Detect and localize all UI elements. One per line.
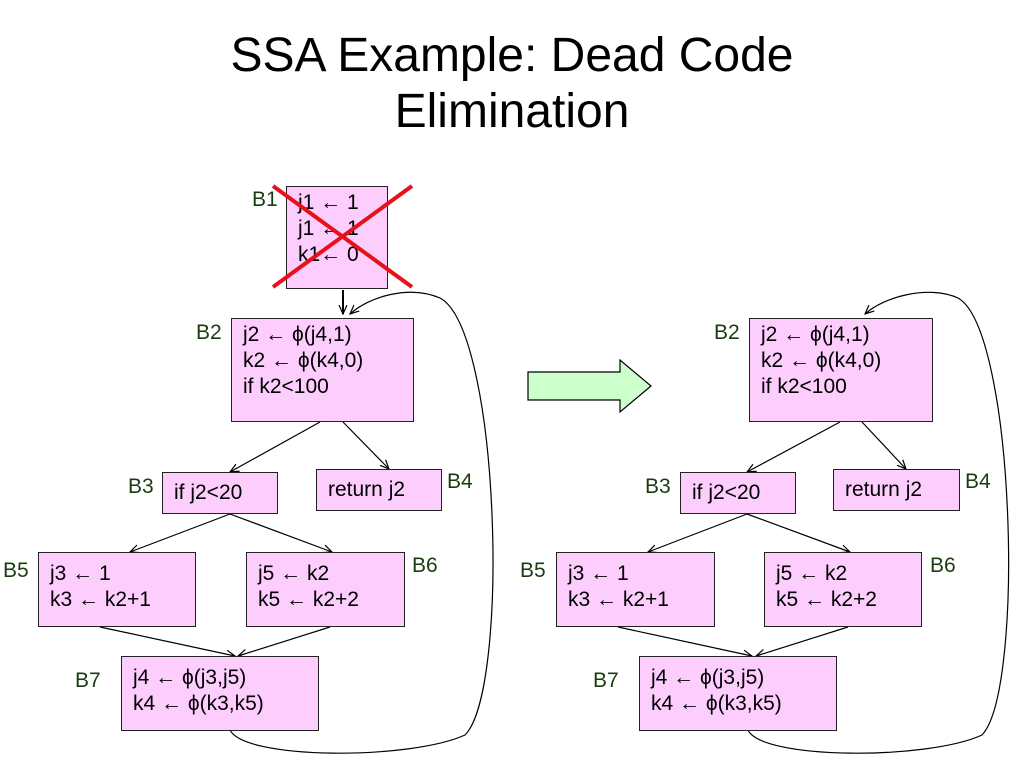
basic-block-b4: return j2 [316,469,442,511]
edge-after-b3-b6 [746,513,850,552]
edge-after-b3-b5 [648,513,748,552]
after-b6-line-1: j5 ← k2 [776,562,848,585]
edge-after-b6-b7 [756,626,849,656]
after-block-label-b4: B4 [965,470,991,493]
block-label-b7: B7 [75,669,101,692]
b6-line-1: j5 ← k2 [258,562,330,585]
slide-title: SSA Example: Dead Code Elimination [0,28,1024,140]
b7-line-1: j4 ← ϕ(j3,j5) [133,666,247,689]
after-basic-block-b4: return j2 [833,469,960,511]
after-b2-line-3: if k2<100 [761,375,847,398]
basic-block-b3: if j2<20 [162,472,278,514]
edge-b5-b7 [99,626,235,656]
after-b2-line-1: j2 ← ϕ(j4,1) [761,323,870,346]
after-b7-line-2: k4 ← ϕ(k3,k5) [651,692,782,715]
after-basic-block-b6: j5 ← k2 k5 ← k2+2 [764,552,922,627]
b4-line-1: return j2 [328,478,406,501]
slide-title-line-1: SSA Example: Dead Code [230,29,794,82]
edge-after-b2-b4 [861,421,906,469]
block-label-b2: B2 [196,321,222,344]
after-b3-line-1: if j2<20 [692,481,761,504]
basic-block-b6: j5 ← k2 k5 ← k2+2 [246,552,405,627]
b2-line-1: j2 ← ϕ(j4,1) [243,323,352,346]
slide-title-line-2: Elimination [394,85,630,138]
b5-line-2: k3 ← k2+1 [50,588,151,611]
basic-block-b5: j3 ← 1 k3 ← k2+1 [38,552,196,627]
edge-b7-b2-backedge [229,291,494,754]
transform-arrow [527,358,652,414]
after-b6-line-2: k5 ← k2+2 [776,588,877,611]
edge-after-b5-b7 [617,626,752,656]
block-label-b5: B5 [3,559,29,582]
after-block-label-b6: B6 [930,554,956,577]
basic-block-b1: j1 ← 1 j1 ← 1 k1← 0 [286,186,388,289]
b1-line-1: j1 ← 1 [298,191,359,214]
b5-line-1: j3 ← 1 [50,562,111,585]
b7-line-2: k4 ← ϕ(k3,k5) [133,692,264,715]
after-basic-block-b5: j3 ← 1 k3 ← k2+1 [556,552,715,627]
edge-b2-b3 [230,421,321,472]
block-label-b3: B3 [128,475,154,498]
after-b5-line-2: k3 ← k2+1 [568,588,669,611]
block-label-b6: B6 [412,554,438,577]
b2-line-2: k2 ← ϕ(k4,0) [243,349,364,372]
after-block-label-b7: B7 [593,669,619,692]
edge-after-b7-b2-backedge [747,291,1010,754]
after-basic-block-b2: j2 ← ϕ(j4,1) k2 ← ϕ(k4,0) if k2<100 [749,318,933,422]
after-b2-line-2: k2 ← ϕ(k4,0) [761,349,882,372]
edge-b2-b4 [342,421,389,469]
after-basic-block-b7: j4 ← ϕ(j3,j5) k4 ← ϕ(k3,k5) [639,656,837,731]
edge-after-b2-b3 [747,421,841,472]
edge-b3-b6 [229,513,332,552]
basic-block-b2: j2 ← ϕ(j4,1) k2 ← ϕ(k4,0) if k2<100 [231,318,414,422]
after-block-label-b5: B5 [520,559,546,582]
after-block-label-b2: B2 [714,321,740,344]
after-block-label-b3: B3 [645,475,671,498]
block-label-b1: B1 [252,188,278,211]
b3-line-1: if j2<20 [174,481,243,504]
b6-line-2: k5 ← k2+2 [258,588,359,611]
after-basic-block-b3: if j2<20 [680,472,796,514]
b2-line-3: if k2<100 [243,375,329,398]
edge-b6-b7 [238,626,331,656]
edge-b3-b5 [130,513,231,552]
eliminated-cross-mark [271,184,414,289]
after-b4-line-1: return j2 [845,478,923,501]
after-b5-line-1: j3 ← 1 [568,562,629,585]
after-b7-line-1: j4 ← ϕ(j3,j5) [651,666,765,689]
block-label-b4: B4 [447,470,473,493]
basic-block-b7: j4 ← ϕ(j3,j5) k4 ← ϕ(k3,k5) [121,656,319,731]
